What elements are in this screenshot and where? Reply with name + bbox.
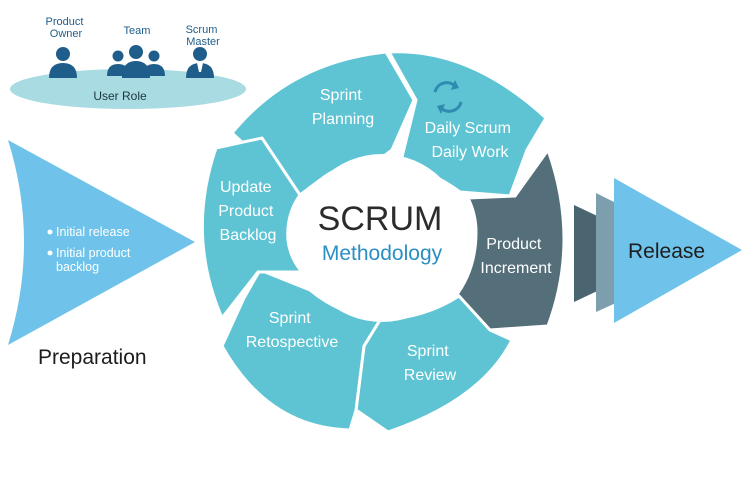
center-subtitle: Methodology [322,242,443,265]
team-label: Team [124,25,151,37]
preparation-item-2: Initial product [56,246,131,260]
cycle-ring [200,50,566,434]
scrum-master-icon [186,47,214,78]
preparation-item-3: backlog [56,260,99,274]
update-backlog-label: Update Product Backlog [218,179,278,244]
sprint-retrospective-label: Sprint Retospective [246,310,339,351]
release-arrows: Release [574,178,742,323]
user-role-label: User Role [93,89,147,103]
refresh-icon [433,80,463,114]
bullet-dot [47,250,53,256]
preparation-item-1: Initial release [56,225,130,239]
center-circle [298,154,466,322]
center-title: SCRUM [318,200,443,238]
release-label: Release [628,240,705,263]
user-role-ellipse [10,69,246,109]
product-increment-segment [452,146,566,332]
bullet-dot [47,229,53,235]
scrum-master-label: Scrum Master [186,24,221,48]
preparation-label: Preparation [38,346,147,369]
team-icon [107,45,165,78]
preparation-arrow: Initial release Initial product backlog [8,140,195,345]
product-owner-label: Product Owner [46,16,87,40]
sprint-planning-label: Sprint Planning [312,87,374,128]
user-role-group: User Role Product Owner Team Scrum [10,16,246,109]
product-owner-icon [49,47,77,78]
update-backlog-segment [200,136,306,321]
sprint-review-label: Sprint Review [404,343,457,384]
sprint-review-segment [354,294,515,434]
product-increment-label: Product Increment [480,236,552,277]
daily-scrum-label: Daily Scrum Daily Work [425,120,516,161]
